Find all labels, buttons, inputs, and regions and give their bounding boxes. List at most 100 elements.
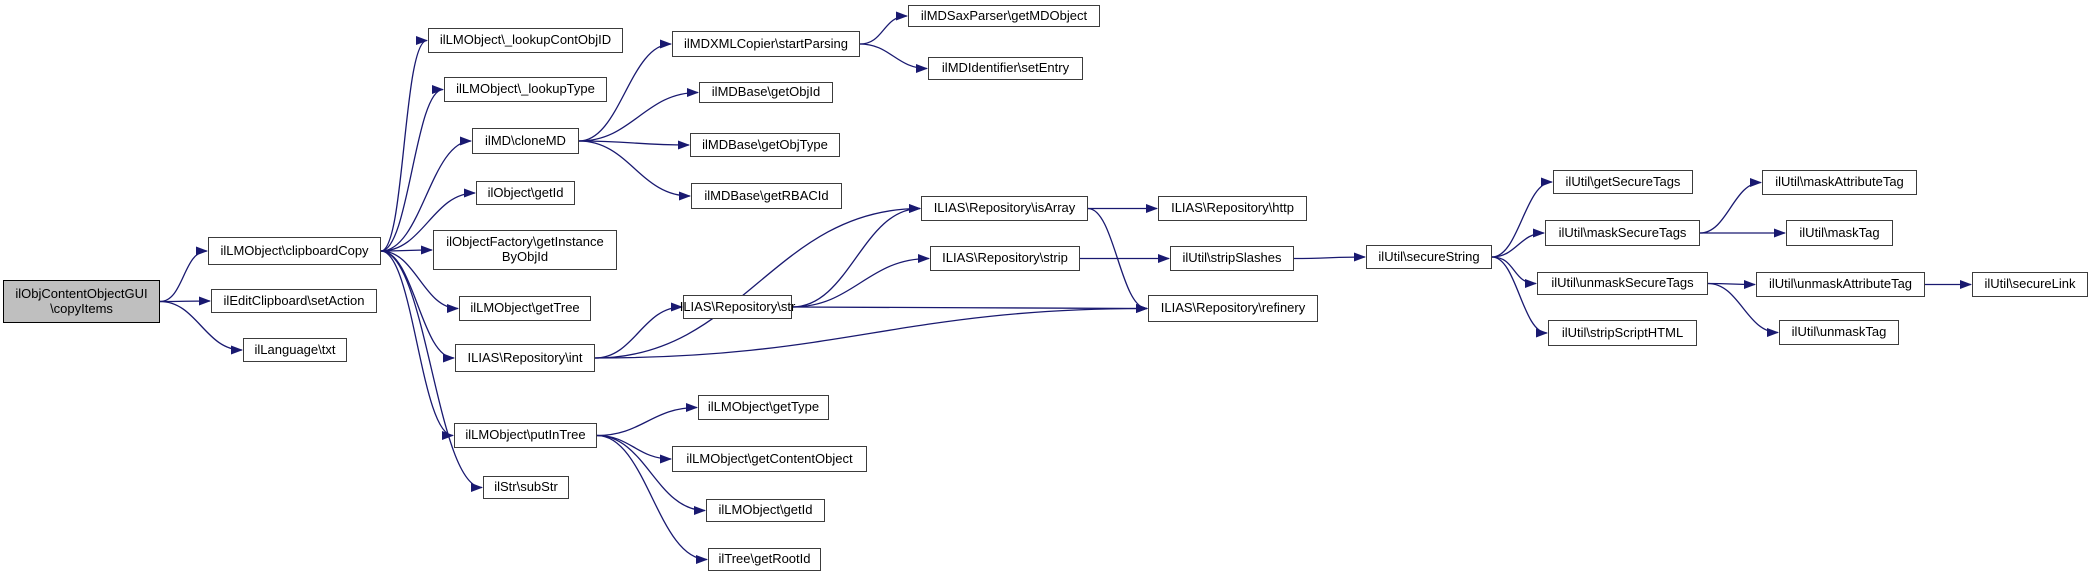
node-label: ilLMObject\getId (718, 502, 813, 518)
node-label: ilLMObject\_lookupContObjID (439, 32, 612, 48)
node-getContentObject[interactable]: ilLMObject\getContentObject (672, 446, 867, 472)
node-txt[interactable]: ilLanguage\txt (243, 338, 347, 362)
node-unmaskAttributeTag[interactable]: ilUtil\unmaskAttributeTag (1756, 272, 1925, 297)
node-label: ilMDIdentifier\setEntry (941, 60, 1070, 76)
node-stripScriptHTML[interactable]: ilUtil\stripScriptHTML (1548, 320, 1697, 346)
edge-stripSlashes-to-secureString (1293, 252, 1366, 262)
edge-secureString-to-unmaskSecureTags (1491, 256, 1537, 288)
edge-clipboardCopy-to-getTree (380, 250, 459, 313)
edge-putInTree-to-lmGetId (596, 434, 706, 515)
edge-secureString-to-getSecureTags (1491, 177, 1553, 258)
edge-repoInt-to-refinery (594, 304, 1148, 359)
node-label: ilMDSaxParser\getMDObject (920, 7, 1088, 23)
node-startParsing[interactable]: ilMDXMLCopier\startParsing (672, 31, 860, 57)
node-label: ilUtil\secureLink (1984, 276, 2076, 292)
node-stripSlashes[interactable]: ilUtil\stripSlashes (1170, 246, 1294, 271)
edge-secureString-to-maskSecureTags (1491, 228, 1545, 258)
node-label: ilObject\getId (487, 184, 564, 200)
node-getTree[interactable]: ilLMObject\getTree (459, 296, 591, 321)
node-label: ilUtil\secureString (1378, 248, 1480, 264)
node-getRBACId[interactable]: ilMDBase\getRBACId (691, 183, 842, 209)
edge-cloneMD-to-getObjId (578, 88, 699, 142)
node-label: ilUtil\unmaskSecureTags (1551, 275, 1694, 291)
node-getRootId[interactable]: ilTree\getRootId (708, 548, 821, 571)
node-label: ilLMObject\_lookupType (456, 81, 595, 97)
node-copyItems[interactable]: ilObjContentObjectGUI\copyItems (3, 280, 160, 323)
node-putInTree[interactable]: ilLMObject\putInTree (454, 423, 597, 448)
edge-clipboardCopy-to-subStr (380, 250, 483, 492)
node-clipboardCopy[interactable]: ilLMObject\clipboardCopy (208, 237, 381, 265)
edge-repoStr-to-isArray (791, 204, 921, 308)
node-label: ilObjectFactory\getInstance (446, 234, 604, 250)
node-label: ilLMObject\getContentObject (686, 450, 853, 466)
node-label: ILIAS\Repository\isArray (933, 200, 1076, 216)
edge-secureString-to-stripScriptHTML (1491, 256, 1548, 338)
node-label: ilMDBase\getRBACId (704, 187, 829, 203)
node-label: ilUtil\stripSlashes (1182, 250, 1282, 266)
node-label: ILIAS\Repository\refinery (1160, 300, 1306, 316)
node-label: ilUtil\maskSecureTags (1558, 224, 1687, 240)
edge-cloneMD-to-startParsing (578, 39, 672, 142)
node-getType[interactable]: ilLMObject\getType (698, 395, 829, 420)
edge-cloneMD-to-getObjType (578, 140, 690, 150)
node-label: ilObjContentObjectGUI (15, 285, 148, 301)
node-maskTag[interactable]: ilUtil\maskTag (1786, 220, 1893, 246)
node-label: ilMDBase\getObjType (702, 136, 828, 152)
node-label: ilMD\cloneMD (485, 132, 566, 148)
edge-cloneMD-to-getRBACId (578, 140, 691, 201)
edge-copyItems-to-txt (159, 300, 243, 355)
node-lookupType[interactable]: ilLMObject\_lookupType (444, 77, 607, 102)
node-label: ilLMObject\putInTree (465, 427, 586, 443)
node-label: ilMDBase\getObjId (711, 84, 821, 100)
node-lookupContObjID[interactable]: ilLMObject\_lookupContObjID (428, 28, 623, 53)
node-label: ilLMObject\getType (707, 399, 820, 415)
node-lmGetId[interactable]: ilLMObject\getId (706, 499, 825, 522)
node-label: ilStr\subStr (494, 479, 558, 495)
node-label: \copyItems (50, 300, 113, 316)
edge-putInTree-to-getType (596, 403, 698, 437)
edge-repoInt-to-isArray (594, 204, 921, 359)
node-label: ilLMObject\clipboardCopy (220, 242, 369, 258)
edge-clipboardCopy-to-objGetId (380, 188, 476, 252)
node-getObjType[interactable]: ilMDBase\getObjType (690, 133, 840, 157)
edge-clipboardCopy-to-lookupType (380, 85, 444, 252)
node-repoStr[interactable]: ILIAS\Repository\str (680, 295, 795, 319)
node-label: ILIAS\Repository\int (467, 349, 583, 365)
edge-clipboardCopy-to-putInTree (380, 250, 454, 440)
node-secureString[interactable]: ilUtil\secureString (1366, 245, 1492, 269)
node-label: ILIAS\Repository\http (1171, 200, 1294, 216)
node-label: ilEditClipboard\setAction (223, 292, 365, 308)
node-label: ilLMObject\getTree (470, 300, 580, 316)
node-getSecureTags[interactable]: ilUtil\getSecureTags (1553, 170, 1693, 194)
node-unmaskTag[interactable]: ilUtil\unmaskTag (1779, 320, 1899, 345)
node-secureLink[interactable]: ilUtil\secureLink (1972, 272, 2088, 297)
node-setEntry[interactable]: ilMDIdentifier\setEntry (928, 57, 1083, 80)
node-subStr[interactable]: ilStr\subStr (483, 476, 569, 499)
edge-unmaskSecureTags-to-unmaskTag (1707, 282, 1779, 337)
node-maskAttributeTag[interactable]: ilUtil\maskAttributeTag (1762, 170, 1917, 195)
edge-putInTree-to-getRootId (596, 434, 708, 564)
node-maskSecureTags[interactable]: ilUtil\maskSecureTags (1545, 220, 1700, 246)
node-getMDObject[interactable]: ilMDSaxParser\getMDObject (908, 5, 1100, 27)
node-unmaskSecureTags[interactable]: ilUtil\unmaskSecureTags (1537, 272, 1708, 295)
node-setAction[interactable]: ilEditClipboard\setAction (211, 289, 377, 313)
node-getObjId[interactable]: ilMDBase\getObjId (699, 82, 833, 103)
node-label: ILIAS\Repository\strip (942, 250, 1068, 266)
node-repoInt[interactable]: ILIAS\Repository\int (455, 344, 595, 372)
node-isArray[interactable]: ILIAS\Repository\isArray (921, 196, 1088, 221)
node-strip[interactable]: ILIAS\Repository\strip (930, 246, 1080, 271)
node-http[interactable]: ILIAS\Repository\http (1158, 196, 1307, 221)
node-cloneMD[interactable]: ilMD\cloneMD (472, 128, 579, 154)
edge-copyItems-to-setAction (159, 296, 211, 306)
node-objGetId[interactable]: ilObject\getId (476, 181, 575, 205)
node-refinery[interactable]: ILIAS\Repository\refinery (1148, 295, 1318, 322)
node-label: ilUtil\maskTag (1799, 224, 1880, 240)
edge-copyItems-to-clipboardCopy (159, 246, 208, 303)
edge-repoInt-to-repoStr (594, 302, 683, 359)
node-label: ilTree\getRootId (718, 551, 811, 567)
node-label: ilUtil\getSecureTags (1565, 173, 1681, 189)
edge-repoStr-to-strip (791, 254, 930, 308)
node-label: ilUtil\unmaskTag (1791, 324, 1887, 340)
